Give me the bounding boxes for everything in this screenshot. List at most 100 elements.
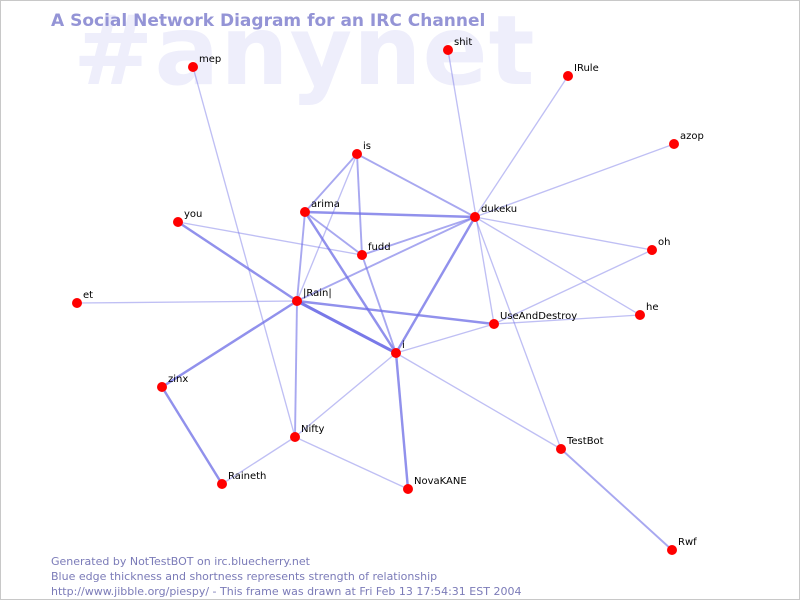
node-label-is: is [363,141,371,152]
node-azop: azop [669,131,704,149]
node-he: he [635,302,659,320]
node-oh: oh [647,237,670,255]
node-dot-is [352,149,362,159]
edge-et-Rain [76,300,298,304]
node-dot-Rwf [667,545,677,555]
node-label-zinx: zinx [168,374,188,385]
edge-Nifty-NovaKANE [294,436,409,490]
node-dot-TestBot [556,444,566,454]
edge-arima-dukeku [304,210,476,219]
channel-watermark: #anynet [73,0,536,107]
node-dot-fudd [357,250,367,260]
footer-timestamp: http://www.jibble.org/piespy/ - This fra… [51,585,522,598]
node-dot-arima [300,207,310,217]
node-dukeku: dukeku [470,204,517,222]
edge-azop-dukeku [474,143,675,218]
node-Nifty: Nifty [290,424,325,442]
edge-i-TestBot [395,352,562,450]
edge-is-arima [304,153,358,213]
node-Rain: |Rain| [292,288,332,306]
edge-i-Nifty [294,352,397,438]
edge-arima-Rain [296,211,306,302]
node-dot-UseAndDestroy [489,319,499,329]
node-label-mep: mep [199,54,221,65]
node-label-you: you [184,209,202,220]
node-dot-he [635,310,645,320]
node-label-UseAndDestroy: UseAndDestroy [500,311,577,322]
node-dot-mep [188,62,198,72]
edge-oh-UseAndDestroy [493,249,653,325]
edge-arima-fudd [304,211,363,256]
node-label-fudd: fudd [368,242,391,253]
node-dot-shit [443,45,453,55]
edge-dukeku-oh [474,216,653,251]
node-dot-NovaKANE [403,484,413,494]
node-NovaKANE: NovaKANE [403,476,467,494]
node-arima: arima [300,199,340,217]
node-dot-you [173,217,183,227]
edge-dukeku-TestBot [474,216,562,450]
node-mep: mep [188,54,221,72]
footer: Generated by NotTestBOT on irc.bluecherr… [51,554,521,599]
node-Raineth: Raineth [217,471,266,489]
edge-fudd-i [361,254,397,354]
diagram-title: A Social Network Diagram for an IRC Chan… [51,11,486,31]
node-label-Rain: |Rain| [303,288,332,299]
node-label-et: et [83,290,93,301]
edge-dukeku-he [474,216,641,316]
node-IRule: IRule [563,63,599,81]
edge-Rain-Nifty [294,300,298,438]
edge-Rain-UseAndDestroy [296,299,495,326]
node-label-azop: azop [680,131,704,142]
edge-UseAndDestroy-i [395,323,495,354]
node-dot-oh [647,245,657,255]
edge-dukeku-i [394,216,477,354]
node-label-he: he [646,302,659,313]
edge-arima-i [303,211,398,354]
node-dot-Nifty [290,432,300,442]
node-label-shit: shit [454,37,472,48]
edge-TestBot-Rwf [560,448,673,551]
edge-Rain-i [296,299,397,355]
node-label-NovaKANE: NovaKANE [414,476,467,487]
node-you: you [173,209,202,227]
node-label-Rwf: Rwf [678,537,697,548]
node-dot-dukeku [470,212,480,222]
node-fudd: fudd [357,242,391,260]
node-dot-Raineth [217,479,227,489]
node-label-IRule: IRule [574,63,599,74]
node-zinx: zinx [157,374,188,392]
node-is: is [352,141,371,159]
node-label-arima: arima [311,199,340,210]
edge-he-UseAndDestroy [493,314,641,325]
node-label-oh: oh [658,237,670,248]
node-label-dukeku: dukeku [481,204,517,215]
footer-generated-by: Generated by NotTestBOT on irc.bluecherr… [51,555,310,568]
node-label-Raineth: Raineth [228,471,266,482]
footer-legend-note: Blue edge thickness and shortness repres… [51,570,438,583]
edge-you-fudd [177,221,363,256]
node-UseAndDestroy: UseAndDestroy [489,311,577,329]
edge-Rain-zinx [161,299,298,389]
node-dot-azop [669,139,679,149]
node-Rwf: Rwf [667,537,697,555]
node-shit: shit [443,37,472,55]
edge-fudd-dukeku [361,216,476,256]
edge-zinx-Raineth [160,386,224,485]
node-label-Nifty: Nifty [301,424,325,435]
edge-dukeku-Rain [296,216,476,302]
node-dot-et [72,298,82,308]
edge-is-dukeku [356,153,476,218]
edge-Nifty-Raineth [221,436,296,485]
node-et: et [72,290,93,308]
node-dot-i [391,348,401,358]
node-i: i [391,340,405,358]
edge-mep-Nifty [192,66,296,438]
node-label-TestBot: TestBot [566,436,604,447]
node-TestBot: TestBot [556,436,604,454]
node-dot-zinx [157,382,167,392]
edge-i-NovaKANE [394,352,410,490]
